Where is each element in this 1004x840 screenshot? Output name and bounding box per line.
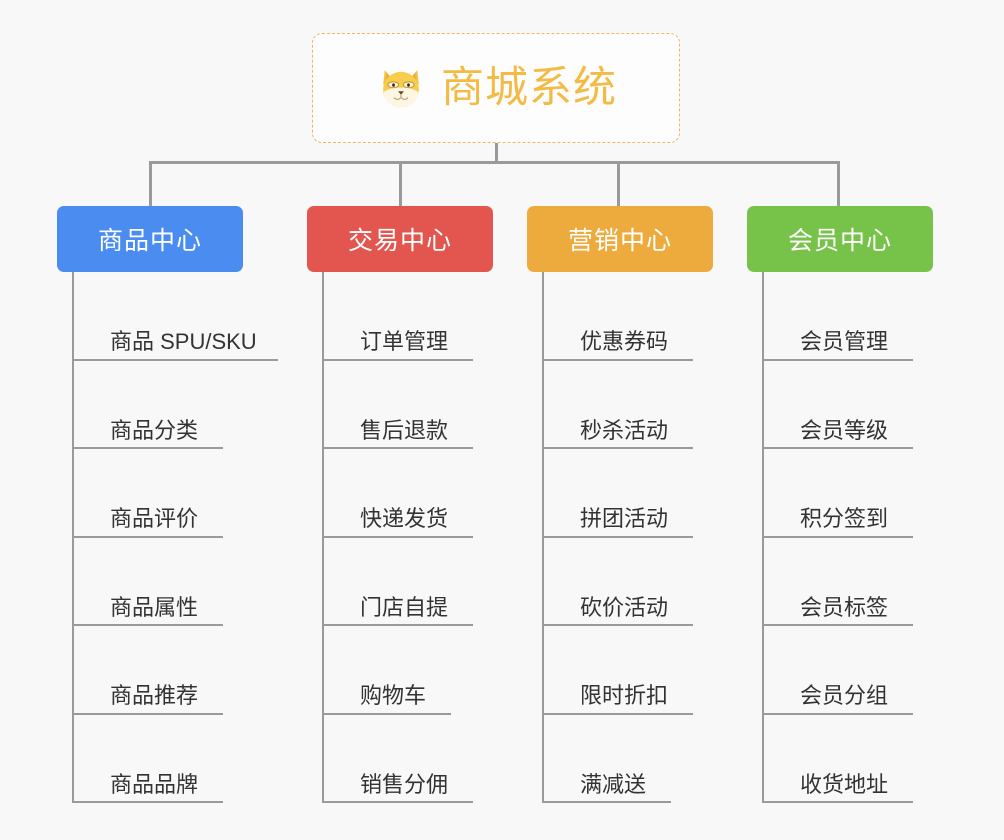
- leaf-item[interactable]: 积分签到: [762, 449, 977, 538]
- leaf-underline: [542, 801, 671, 803]
- leaf-item-label: 售后退款: [360, 417, 449, 443]
- leaf-item-label: 商品属性: [110, 594, 199, 620]
- leaf-item[interactable]: 门店自提: [322, 538, 537, 626]
- leaf-item[interactable]: 满减送: [542, 715, 757, 803]
- leaf-underline: [762, 801, 913, 803]
- leaf-item-label: 限时折扣: [580, 683, 669, 709]
- leaf-item[interactable]: 收货地址: [762, 715, 977, 803]
- leaf-item-label: 积分签到: [800, 506, 889, 532]
- leaf-underline: [72, 535, 223, 538]
- leaf-item-label: 快递发货: [360, 506, 449, 532]
- leaf-underline: [72, 358, 278, 361]
- leaf-underline: [762, 535, 913, 538]
- leaf-item[interactable]: 商品评价: [72, 449, 287, 538]
- category-node-label: 交易中心: [347, 227, 452, 255]
- category-node-product[interactable]: 商品中心: [57, 206, 243, 272]
- connector-bus: [149, 161, 840, 164]
- leaf-item[interactable]: 快递发货: [322, 449, 537, 538]
- leaf-item-label: 购物车: [360, 683, 427, 709]
- leaf-underline: [322, 535, 473, 538]
- leaf-item-label: 订单管理: [360, 329, 449, 355]
- leaf-item[interactable]: 售后退款: [322, 361, 537, 449]
- leaf-item-label: 门店自提: [360, 594, 449, 620]
- leaf-item-label: 会员标签: [800, 594, 889, 620]
- leaf-item[interactable]: 会员管理: [762, 272, 977, 361]
- leaf-item[interactable]: 销售分佣: [322, 715, 537, 803]
- connector-drop-3: [617, 161, 620, 207]
- leaf-item[interactable]: 会员等级: [762, 361, 977, 449]
- category-node-label: 会员中心: [787, 227, 892, 255]
- leaf-column-marketing: 优惠券码 秒杀活动 拼团活动 砍价活动 限时折扣 满减送: [542, 272, 757, 803]
- leaf-underline: [542, 624, 693, 626]
- leaf-item-label: 商品品牌: [110, 771, 199, 797]
- leaf-spine: [762, 272, 764, 803]
- leaf-spine: [542, 272, 544, 803]
- leaf-underline: [322, 358, 473, 361]
- leaf-item[interactable]: 商品推荐: [72, 626, 287, 715]
- leaf-spine: [322, 272, 324, 803]
- connector-root-stem: [495, 143, 498, 163]
- leaf-underline: [72, 624, 223, 626]
- leaf-underline: [762, 447, 913, 449]
- connector-drop-1: [149, 161, 152, 207]
- leaf-item-label: 优惠券码: [580, 329, 669, 355]
- leaf-item-label: 满减送: [580, 771, 647, 797]
- leaf-item-label: 商品分类: [110, 417, 199, 443]
- category-node-label: 商品中心: [97, 227, 202, 255]
- root-node[interactable]: 商城系统: [312, 33, 680, 143]
- leaf-item[interactable]: 商品分类: [72, 361, 287, 449]
- leaf-item[interactable]: 会员分组: [762, 626, 977, 715]
- leaf-item-label: 销售分佣: [360, 771, 449, 797]
- leaf-underline: [542, 712, 693, 715]
- leaf-item-label: 会员等级: [800, 417, 889, 443]
- connector-drop-4: [837, 161, 840, 207]
- category-node-trade[interactable]: 交易中心: [307, 206, 493, 272]
- leaf-item[interactable]: 订单管理: [322, 272, 537, 361]
- leaf-underline: [762, 358, 913, 361]
- leaf-item-label: 秒杀活动: [580, 417, 669, 443]
- leaf-item[interactable]: 优惠券码: [542, 272, 757, 361]
- shiba-inu-dog-face-icon: [383, 70, 419, 108]
- leaf-underline: [542, 447, 693, 449]
- leaf-item[interactable]: 拼团活动: [542, 449, 757, 538]
- leaf-item[interactable]: 秒杀活动: [542, 361, 757, 449]
- leaf-underline: [762, 624, 913, 626]
- leaf-item[interactable]: 商品属性: [72, 538, 287, 626]
- leaf-item[interactable]: 购物车: [322, 626, 537, 715]
- leaf-item-label: 拼团活动: [580, 506, 669, 532]
- leaf-underline: [762, 712, 913, 715]
- leaf-underline: [322, 447, 473, 449]
- leaf-underline: [322, 712, 451, 715]
- leaf-item[interactable]: 会员标签: [762, 538, 977, 626]
- leaf-underline: [542, 358, 693, 361]
- leaf-column-member: 会员管理 会员等级 积分签到 会员标签 会员分组 收货地址: [762, 272, 977, 803]
- leaf-item-label: 商品推荐: [110, 683, 199, 709]
- leaf-underline: [72, 712, 223, 715]
- leaf-spine: [72, 272, 74, 803]
- leaf-item-label: 砍价活动: [580, 594, 669, 620]
- leaf-item-label: 商品 SPU/SKU: [110, 329, 257, 355]
- leaf-column-trade: 订单管理 售后退款 快递发货 门店自提 购物车 销售分佣: [322, 272, 537, 803]
- leaf-underline: [72, 447, 223, 449]
- leaf-item[interactable]: 商品品牌: [72, 715, 287, 803]
- connector-drop-2: [399, 161, 402, 207]
- leaf-item-label: 收货地址: [800, 771, 889, 797]
- leaf-underline: [322, 624, 473, 626]
- leaf-item[interactable]: 商品 SPU/SKU: [72, 272, 287, 361]
- leaf-item-label: 商品评价: [110, 506, 199, 532]
- leaf-underline: [542, 535, 693, 538]
- leaf-item[interactable]: 砍价活动: [542, 538, 757, 626]
- category-node-label: 营销中心: [567, 227, 672, 255]
- leaf-item-label: 会员管理: [800, 329, 889, 355]
- leaf-item-label: 会员分组: [800, 683, 889, 709]
- category-node-marketing[interactable]: 营销中心: [527, 206, 713, 272]
- root-node-label: 商城系统: [441, 63, 617, 112]
- leaf-underline: [72, 801, 223, 803]
- leaf-item[interactable]: 限时折扣: [542, 626, 757, 715]
- leaf-column-product: 商品 SPU/SKU 商品分类 商品评价 商品属性 商品推荐 商品品牌: [72, 272, 287, 803]
- category-node-member[interactable]: 会员中心: [747, 206, 933, 272]
- leaf-underline: [322, 801, 473, 803]
